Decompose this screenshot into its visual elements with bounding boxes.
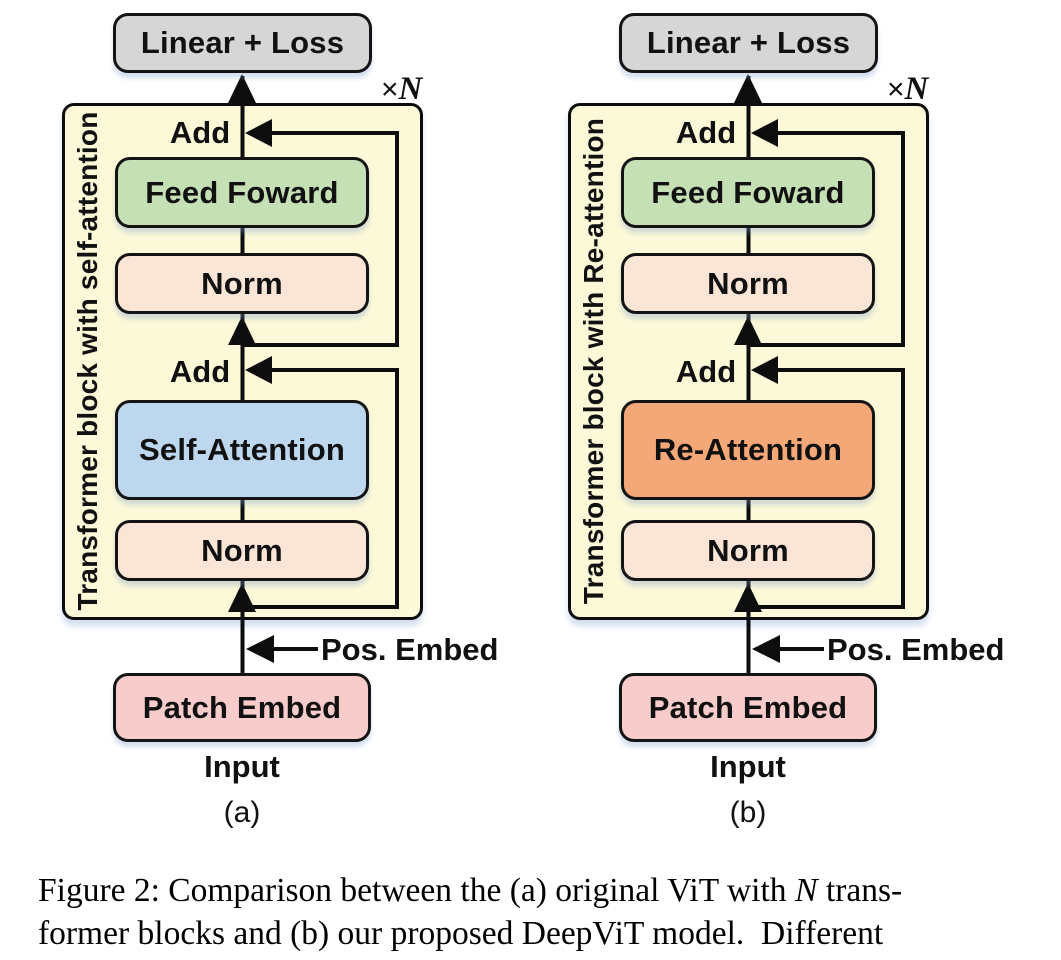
linear-loss-box: Linear + Loss — [113, 13, 372, 73]
arrow-left-icon — [752, 635, 780, 663]
patch-embed-box: Patch Embed — [113, 673, 371, 742]
feed-forward-box: Feed Foward — [115, 157, 369, 228]
caption-line-1: Figure 2: Comparison between the (a) ori… — [38, 869, 1030, 912]
diagram-a: Linear + Loss Feed Foward Norm Self-Atte… — [0, 0, 531, 850]
block-side-label: Transformer block with Re-attention — [578, 117, 609, 605]
add-label: Add — [169, 354, 231, 389]
arrow-up-icon — [734, 74, 762, 103]
pos-embed-label: Pos. Embed — [827, 632, 1005, 667]
diagram-b: Linear + Loss Feed Foward Norm Re-Attent… — [506, 0, 1037, 850]
caption-line-2: former blocks and (b) our proposed DeepV… — [38, 915, 884, 952]
re-attention-box: Re-Attention — [621, 400, 875, 500]
skip-connection-upper — [242, 131, 399, 347]
patch-embed-box: Patch Embed — [619, 673, 877, 742]
n-symbol: N — [398, 71, 423, 107]
skip-connection-upper — [748, 131, 905, 347]
arrow-up-icon — [228, 316, 256, 345]
input-label: Input — [204, 749, 280, 784]
arrow-left-icon — [751, 356, 778, 384]
arrow-up-icon — [734, 316, 762, 345]
input-label: Input — [710, 749, 786, 784]
block-side-label: Transformer block with self-attention — [72, 111, 103, 611]
arrow-left-icon — [245, 119, 272, 147]
arrow-up-icon — [228, 74, 256, 103]
skip-connection-lower — [242, 368, 399, 609]
feed-forward-box: Feed Foward — [621, 157, 875, 228]
times-symbol: × — [887, 73, 905, 106]
subfigure-label: (a) — [223, 796, 261, 829]
arrow-left-icon — [246, 635, 274, 663]
arrow-up-icon — [734, 583, 762, 612]
caption-text: Figure 2: Comparison between the (a) ori… — [38, 872, 795, 909]
caption-text: trans- — [817, 872, 903, 909]
linear-loss-box: Linear + Loss — [619, 13, 878, 73]
repeat-multiplier-label: ×N — [887, 71, 928, 108]
norm-box: Norm — [621, 253, 875, 314]
n-symbol: N — [904, 71, 929, 107]
subfigure-label: (b) — [729, 796, 767, 829]
add-label: Add — [675, 354, 737, 389]
norm-box: Norm — [115, 253, 369, 314]
add-label: Add — [169, 115, 231, 150]
figure-caption: Figure 2: Comparison between the (a) ori… — [38, 869, 1030, 955]
arrow-left-icon — [751, 119, 778, 147]
self-attention-box: Self-Attention — [115, 400, 369, 500]
arrow-up-icon — [228, 583, 256, 612]
math-n: N — [794, 872, 818, 909]
norm-box: Norm — [621, 520, 875, 581]
add-label: Add — [675, 115, 737, 150]
repeat-multiplier-label: ×N — [381, 71, 422, 108]
pos-embed-label: Pos. Embed — [321, 632, 499, 667]
norm-box: Norm — [115, 520, 369, 581]
skip-connection-lower — [748, 368, 905, 609]
times-symbol: × — [381, 73, 399, 106]
arrow-left-icon — [245, 356, 272, 384]
